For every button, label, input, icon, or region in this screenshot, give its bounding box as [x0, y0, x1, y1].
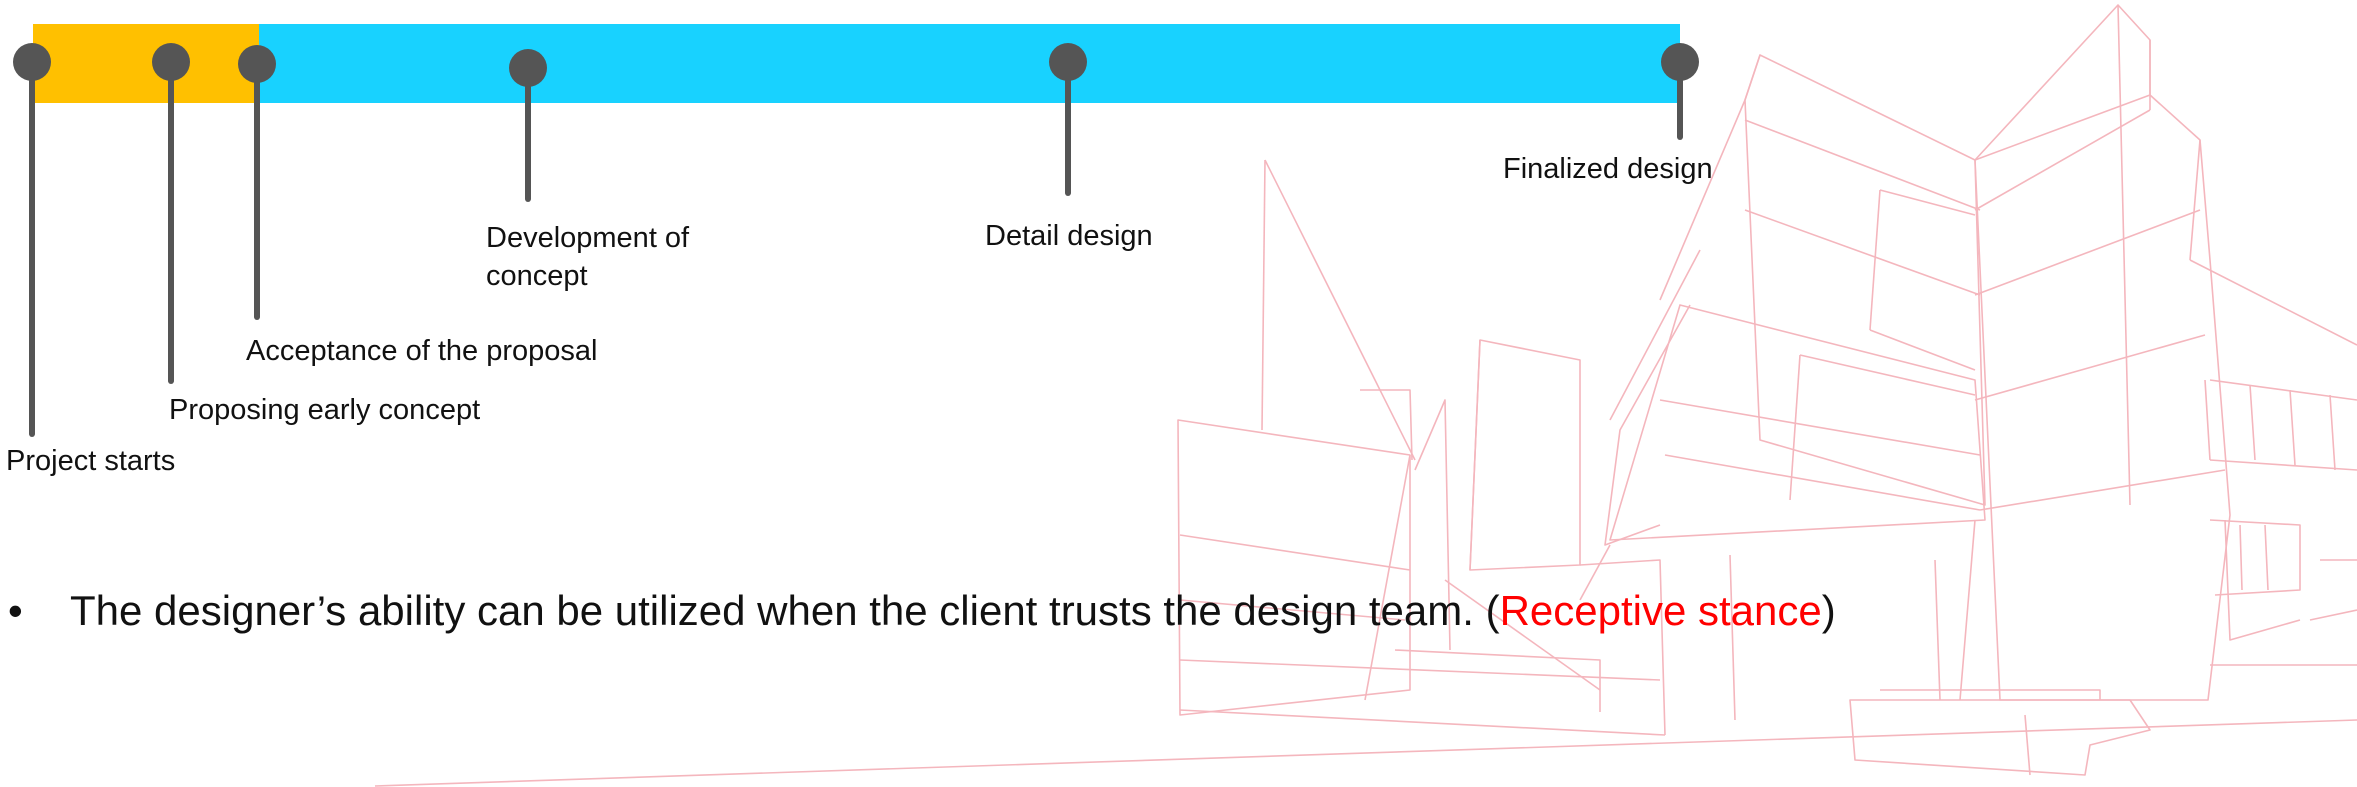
milestone-label-finalized-design: Finalized design — [1503, 153, 1713, 185]
milestone-label-detail-design: Detail design — [985, 220, 1153, 252]
bullet-text: The designer’s ability can be utilized w… — [70, 587, 1500, 634]
milestone-marker-dot — [238, 45, 276, 83]
milestone-label-project-starts: Project starts — [6, 445, 176, 477]
milestone-marker-stem — [29, 62, 35, 437]
milestone-marker-dot — [13, 43, 51, 81]
milestone-marker-dot — [1049, 43, 1087, 81]
milestone-marker-stem — [1065, 62, 1071, 196]
receptive-stance-highlight: Receptive stance — [1499, 587, 1822, 634]
bullet-text-closing: ) — [1821, 587, 1836, 634]
milestone-marker-stem — [168, 62, 174, 384]
milestone-marker-dot — [152, 43, 190, 81]
milestone-marker-dot — [509, 49, 547, 87]
bullet-icon: • — [8, 587, 23, 634]
milestone-marker-dot — [1661, 43, 1699, 81]
milestone-label-acceptance-of-proposal: Acceptance of the proposal — [246, 335, 598, 367]
timeline-bar-main-phase — [259, 24, 1680, 103]
bullet-statement: • The designer’s ability can be utilized … — [8, 584, 1836, 638]
milestone-label-proposing-early-concept: Proposing early concept — [169, 394, 481, 426]
milestone-marker-stem — [254, 62, 260, 320]
milestone-label-development-of-concept: Development of concept — [486, 222, 690, 292]
timeline-bar-early-phase — [33, 24, 259, 103]
milestone-marker-stem — [1677, 62, 1683, 140]
milestone-marker-stem — [525, 68, 531, 202]
